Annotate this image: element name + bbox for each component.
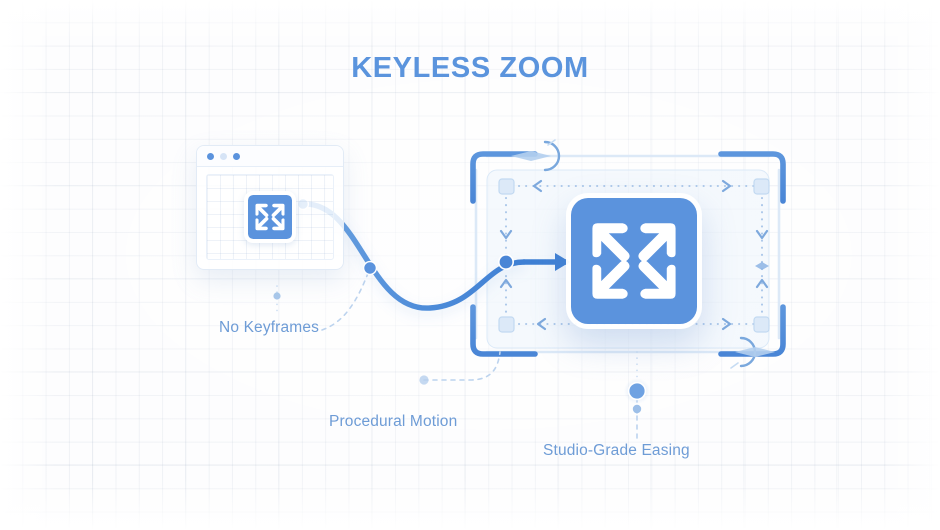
small-expand-icon-frame — [244, 191, 296, 243]
browser-mockup[interactable] — [196, 145, 344, 270]
main-expand-icon-frame — [566, 193, 702, 329]
control-point-1 — [362, 260, 378, 276]
page-title: KEYLESS ZOOM — [351, 52, 589, 84]
label-studio-grade-easing: Studio-Grade Easing — [543, 442, 690, 459]
label-no-keyframes: No Keyframes — [219, 319, 319, 336]
window-dot-maximize-icon[interactable] — [233, 152, 240, 160]
easing-node — [627, 381, 647, 401]
window-dot-minimize-icon[interactable] — [220, 152, 227, 160]
label-procedural-motion: Procedural Motion — [329, 413, 458, 430]
browser-viewport — [206, 174, 334, 260]
browser-titlebar — [197, 146, 343, 167]
control-point-2 — [497, 254, 514, 271]
handle-top-left — [498, 178, 515, 195]
window-dot-close-icon[interactable] — [207, 152, 214, 160]
handle-top-right — [753, 178, 770, 195]
handle-bottom-left — [498, 316, 515, 333]
expand-arrows-icon[interactable] — [248, 195, 292, 239]
expand-arrows-icon[interactable] — [571, 198, 697, 324]
leader-no-keyframes — [321, 267, 371, 331]
handle-bottom-right — [753, 316, 770, 333]
